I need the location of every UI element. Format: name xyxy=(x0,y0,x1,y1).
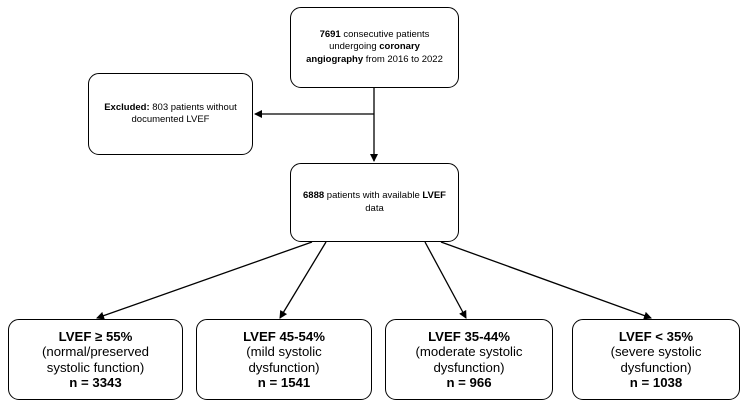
enrolled-bold-angiography: angiography xyxy=(306,53,364,65)
category-description-2: dysfunction) xyxy=(248,359,320,375)
excluded-line-1: Excluded: 803 patients without xyxy=(104,102,237,115)
arrow-to-category-4 xyxy=(440,241,652,320)
category-box-moderate: LVEF 35-44% (moderate systolic dysfuncti… xyxy=(385,319,553,400)
enrolled-text-1: consecutive patients xyxy=(340,28,430,40)
category-description-1: (normal/preserved xyxy=(41,344,149,359)
category-description-1: (severe systolic xyxy=(610,344,702,359)
available-text: patients with available xyxy=(324,190,423,201)
enrolled-line-1: 7691 consecutive patients xyxy=(320,29,430,42)
category-count: n = 1038 xyxy=(629,375,683,390)
enrolled-line-2: undergoing coronary xyxy=(329,41,420,54)
available-count: 6888 xyxy=(303,190,325,201)
category-description-2: dysfunction) xyxy=(620,359,692,375)
category-box-severe: LVEF < 35% (severe systolic dysfunction)… xyxy=(572,319,740,400)
available-line-1: 6888 patients with available LVEF xyxy=(303,190,446,203)
available-line-2: data xyxy=(365,202,384,214)
category-box-mild: LVEF 45-54% (mild systolic dysfunction) … xyxy=(196,319,372,400)
arrow-to-category-2 xyxy=(279,241,327,319)
excluded-label: Excluded: xyxy=(104,101,150,113)
enrolled-patients-box: 7691 consecutive patients undergoing cor… xyxy=(290,7,459,88)
enrolled-line-3: angiography from 2016 to 2022 xyxy=(306,54,443,67)
category-heading: LVEF < 35% xyxy=(618,328,694,344)
category-description-1: (moderate systolic xyxy=(415,344,523,359)
category-box-normal: LVEF ≥ 55% (normal/preserved systolic fu… xyxy=(8,319,183,400)
arrow-to-category-3 xyxy=(424,241,467,319)
enrolled-text-2: undergoing xyxy=(329,41,380,53)
enrolled-count: 7691 xyxy=(319,28,341,40)
category-description-1: (mild systolic xyxy=(246,344,322,359)
excluded-text: 803 patients without xyxy=(149,101,237,113)
category-count: n = 966 xyxy=(446,375,492,390)
category-heading: LVEF 45-54% xyxy=(243,328,325,344)
excluded-patients-box: Excluded: 803 patients without documente… xyxy=(88,73,253,155)
category-description-2: systolic function) xyxy=(46,359,145,375)
arrow-to-category-1 xyxy=(96,241,313,320)
category-heading: LVEF 35-44% xyxy=(428,328,510,344)
enrolled-text-3: from 2016 to 2022 xyxy=(363,53,443,65)
available-bold-lvef: LVEF xyxy=(422,190,446,201)
available-lvef-box: 6888 patients with available LVEF data xyxy=(290,163,459,242)
category-count: n = 1541 xyxy=(257,375,311,390)
category-heading: LVEF ≥ 55% xyxy=(58,328,133,344)
category-description-2: dysfunction) xyxy=(433,359,505,375)
enrolled-bold-coronary: coronary xyxy=(379,41,420,53)
excluded-line-2: documented LVEF xyxy=(131,114,210,125)
category-count: n = 3343 xyxy=(69,375,122,390)
